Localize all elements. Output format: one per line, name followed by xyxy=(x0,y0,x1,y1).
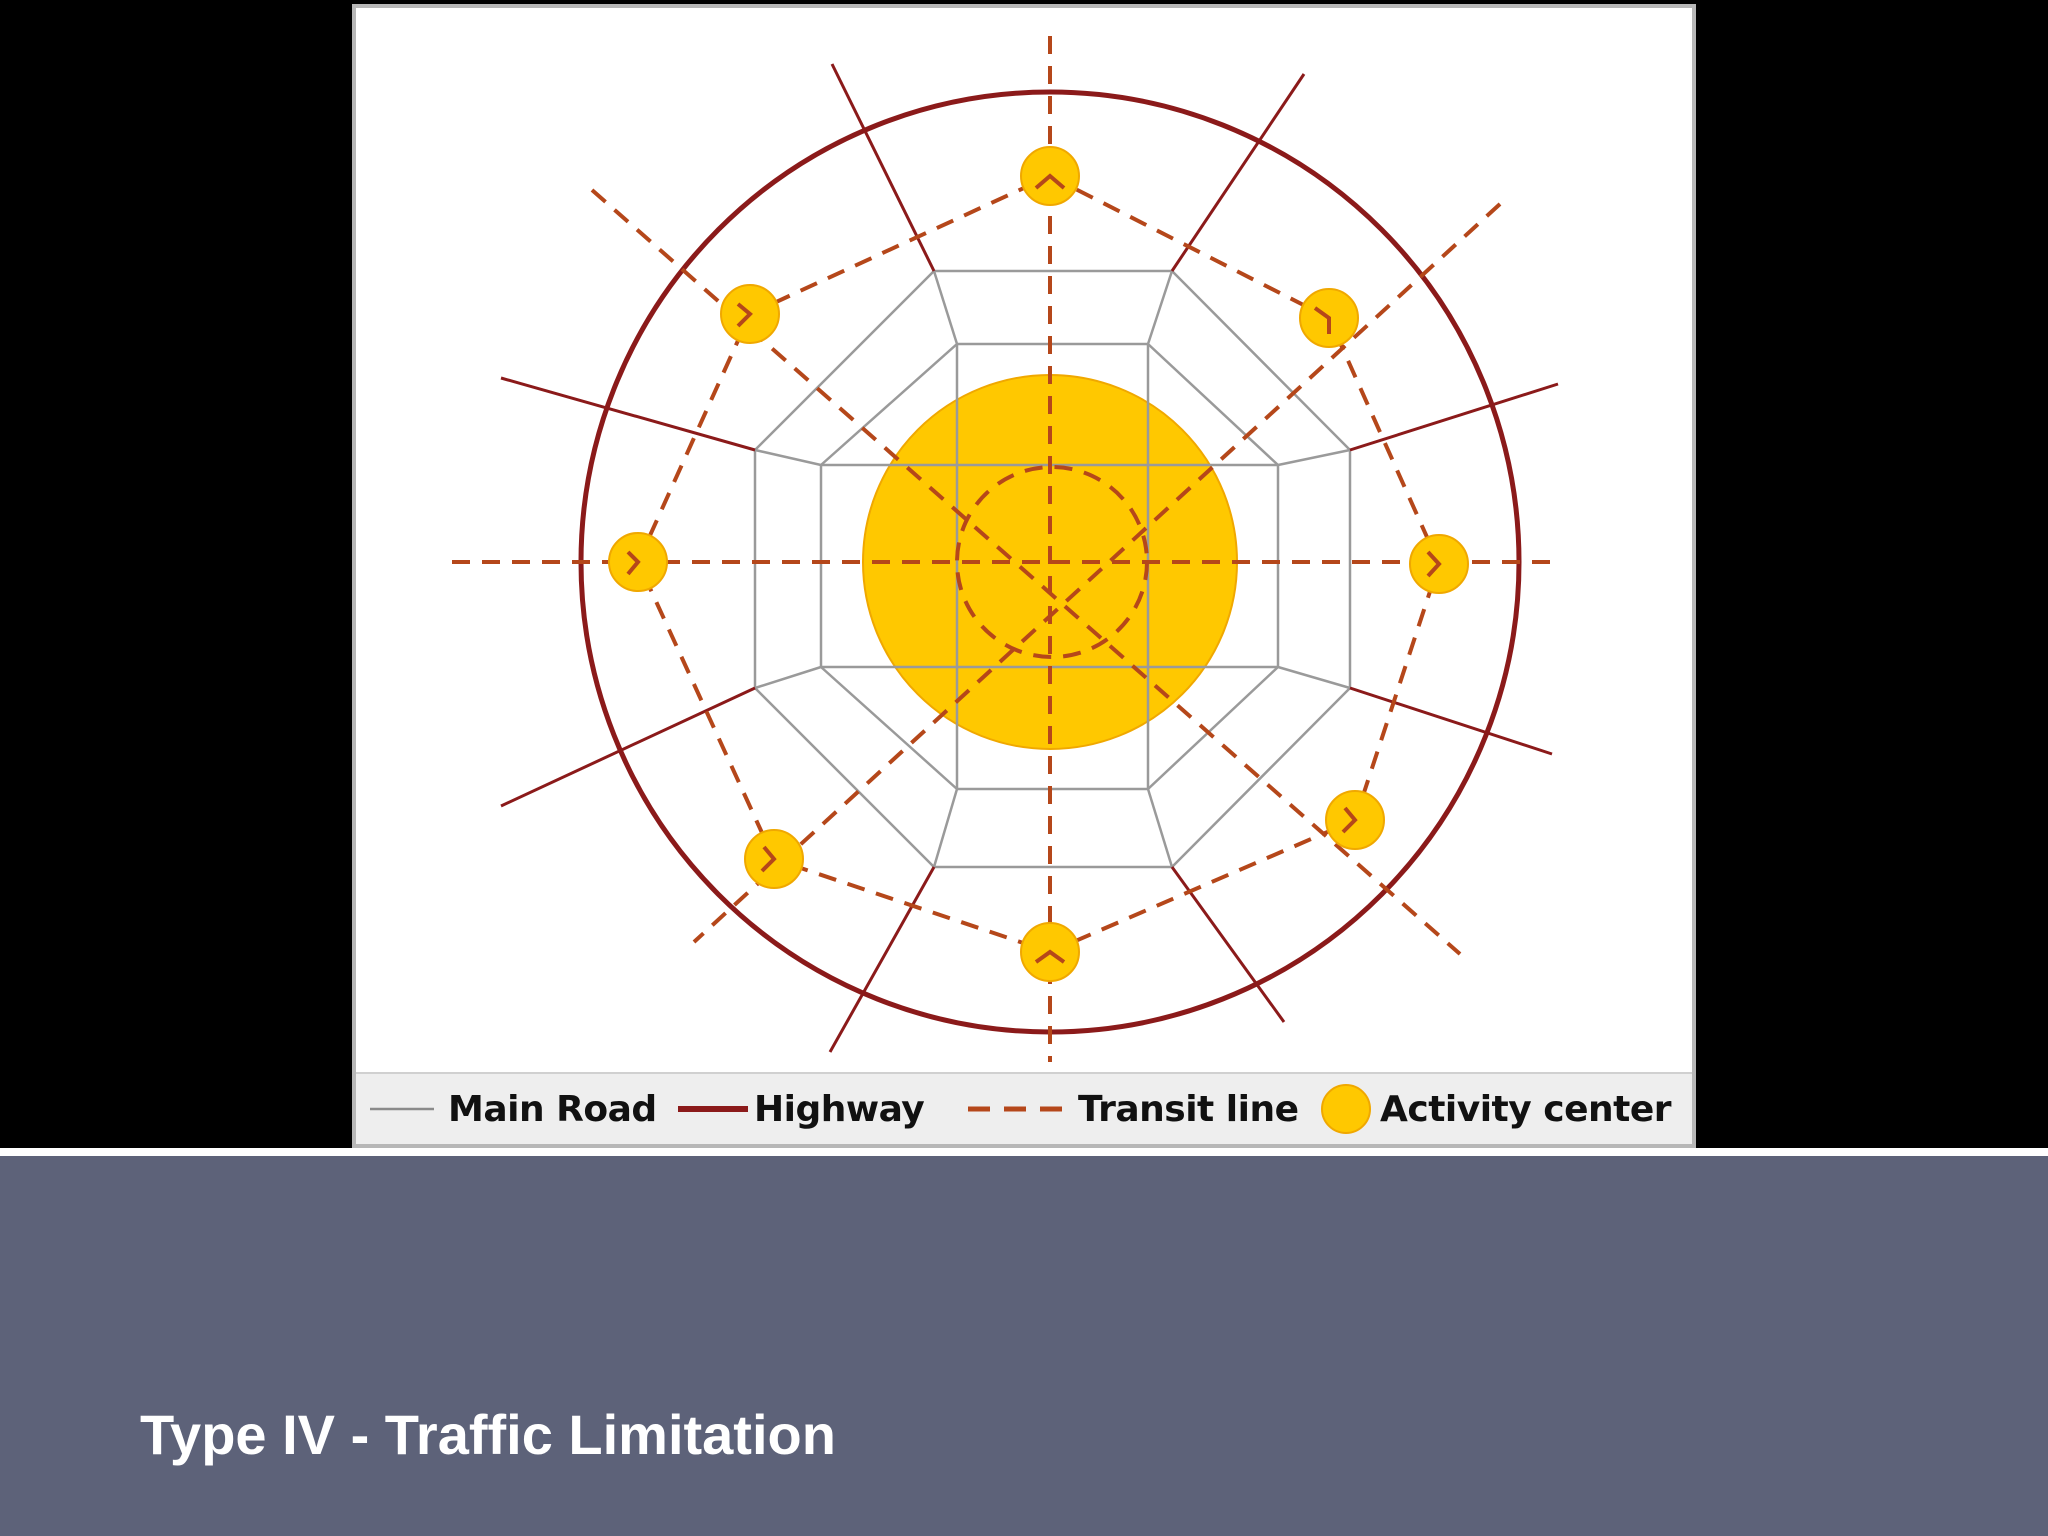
slide-divider xyxy=(0,1148,2048,1156)
city-model-figure: Main Road Highway Transit line Activity … xyxy=(352,4,1696,1148)
slide-title: Type IV - Traffic Limitation xyxy=(140,1403,836,1466)
legend-activity-center-label: Activity center xyxy=(1380,1088,1672,1130)
legend-transit-line-label: Transit line xyxy=(1078,1088,1299,1130)
legend-highway: Highway xyxy=(678,1074,925,1144)
transit-ticks-on-centers xyxy=(626,173,1442,964)
city-diagram-svg xyxy=(452,36,1559,1062)
legend-highway-label: Highway xyxy=(754,1088,925,1130)
activity-center-swatch xyxy=(1321,1084,1371,1134)
transit-line-swatch xyxy=(968,1106,1072,1112)
main-road-swatch xyxy=(370,1107,434,1111)
highway-swatch xyxy=(678,1106,748,1112)
legend-bar: Main Road Highway Transit line Activity … xyxy=(356,1072,1692,1144)
legend-transit-line: Transit line xyxy=(968,1074,1299,1144)
caption-panel xyxy=(0,1156,2048,1536)
legend-activity-center: Activity center xyxy=(1318,1074,1672,1144)
diagram-area xyxy=(360,12,1688,1072)
legend-main-road-label: Main Road xyxy=(448,1088,657,1130)
legend-main-road: Main Road xyxy=(370,1074,657,1144)
